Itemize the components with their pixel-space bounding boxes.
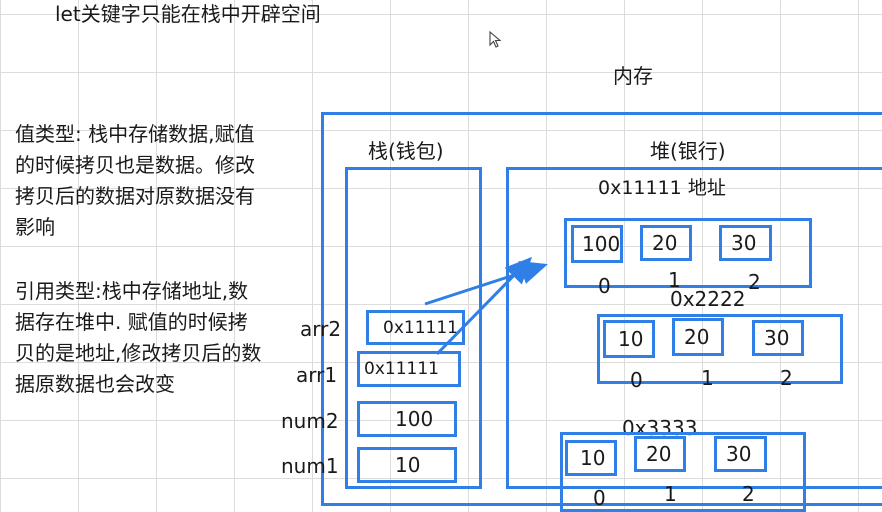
heap-cell: 10 [603, 320, 655, 358]
heap-index: 0 [630, 368, 643, 392]
stack-var-value: 0x11111 [357, 351, 461, 387]
heap-cell: 30 [714, 436, 767, 472]
value-type-line: 影响 [15, 215, 55, 239]
heap-cell: 20 [634, 436, 686, 472]
value-type-note: 值类型: 栈中存储数据,赋值 的时候拷贝也是数据。修改 拷贝后的数据对原数据没有… [15, 119, 255, 243]
heap-cell: 20 [672, 318, 724, 356]
mouse-cursor-icon [489, 31, 502, 48]
value-type-line: 值类型: 栈中存储数据,赋值 [15, 122, 255, 146]
heap-block [560, 432, 806, 512]
heap-block [564, 218, 812, 288]
heap-index: 1 [664, 482, 677, 506]
ref-type-line: 贝的是地址,修改拷贝后的数 [15, 341, 262, 365]
memory-label: 内存 [613, 64, 653, 88]
heap-block-address: 0x11111 地址 [598, 177, 726, 199]
memory-box [321, 112, 882, 506]
heap-index: 1 [668, 268, 681, 292]
heap-index: 1 [701, 366, 714, 390]
heap-cell: 30 [752, 320, 804, 356]
ref-type-line: 据原数据也会改变 [15, 372, 175, 396]
heap-index: 2 [742, 482, 755, 506]
stack-var-name: arr1 [296, 363, 338, 387]
heap-cell: 20 [640, 225, 692, 261]
value-type-line: 的时候拷贝也是数据。修改 [15, 153, 255, 177]
pointer-arrow [424, 261, 548, 306]
heap-block [597, 314, 843, 384]
heap-index: 0 [598, 274, 611, 298]
heap-block-address: 0x2222 [670, 287, 746, 311]
heap-cell: 10 [565, 440, 617, 476]
pointer-arrow [435, 256, 533, 356]
heap-box [506, 167, 882, 489]
stack-var-name: arr2 [300, 317, 342, 341]
stack-var-name: num1 [281, 454, 339, 478]
heap-index: 0 [593, 486, 606, 510]
stack-var-value: 100 [357, 401, 457, 437]
stack-var-value: 10 [357, 447, 457, 483]
ref-type-note: 引用类型:栈中存储地址,数 据存在堆中. 赋值的时候拷 贝的是地址,修改拷贝后的… [15, 276, 261, 400]
stack-box [345, 167, 482, 489]
heap-cell: 100 [571, 225, 623, 263]
heap-cell: 30 [719, 225, 772, 261]
heap-title: 堆(银行) [650, 139, 726, 163]
stack-var-name: num2 [281, 409, 339, 433]
stack-title: 栈(钱包) [368, 139, 444, 163]
heap-index: 2 [780, 366, 793, 390]
ref-type-line: 引用类型:栈中存储地址,数 [15, 279, 249, 303]
page-title: let关键字只能在栈中开辟空间 [55, 2, 321, 26]
ref-type-line: 据存在堆中. 赋值的时候拷 [15, 310, 248, 334]
value-type-line: 拷贝后的数据对原数据没有 [15, 184, 255, 208]
heap-index: 2 [748, 270, 761, 294]
